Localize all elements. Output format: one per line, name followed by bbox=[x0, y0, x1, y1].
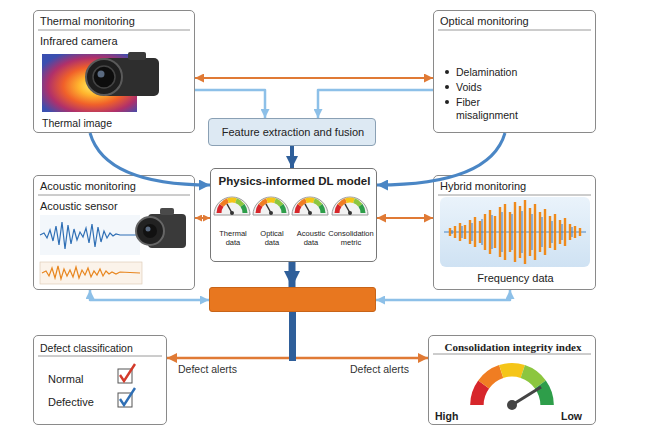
process-box: Feature extraction and fusion bbox=[208, 118, 376, 146]
heading-text: Hybrid monitoring bbox=[440, 180, 590, 193]
model-box: Physics-informed DL modelThermal dataOpt… bbox=[210, 168, 377, 262]
gauge-label: Thermal data bbox=[213, 229, 253, 247]
edge-label: Defect alerts bbox=[178, 363, 258, 376]
monitoring-box: Acoustic monitoringAcoustic sensor bbox=[33, 175, 195, 290]
bullet-text: Voids bbox=[456, 81, 576, 94]
heading-text: Defect classification bbox=[40, 342, 164, 355]
body-text: Frequency data bbox=[434, 272, 597, 285]
output-trunk bbox=[289, 312, 296, 361]
option-text: Normal bbox=[48, 373, 128, 386]
connector-arrow bbox=[195, 77, 433, 79]
heading-text: Physics-informed DL model bbox=[211, 175, 378, 189]
scale-label: High bbox=[435, 410, 475, 423]
heading-text: Thermal monitoring bbox=[40, 15, 190, 28]
connector-arrow bbox=[195, 217, 210, 219]
connector-arrow bbox=[377, 217, 433, 219]
body-text: Infrared camera bbox=[40, 35, 190, 48]
heading-text: Acoustic monitoring bbox=[40, 180, 190, 193]
body-text: Acoustic sensor bbox=[40, 200, 190, 213]
heading-text: Optical monitoring bbox=[440, 15, 590, 28]
connector-arrow bbox=[377, 133, 505, 185]
monitoring-box: Thermal monitoringInfrared cameraThermal… bbox=[33, 10, 195, 133]
monitoring-box: Hybrid monitoringFrequency data bbox=[433, 175, 596, 290]
result-box: Consolidation integrity indexHigh Low bbox=[428, 335, 596, 425]
connector-arrow bbox=[289, 262, 296, 287]
body-text: Thermal image bbox=[42, 117, 182, 130]
gauge-label: Acoustic data bbox=[290, 229, 332, 247]
connector-arrow bbox=[318, 90, 433, 118]
process-text: Feature extraction and fusion bbox=[209, 126, 377, 139]
output-box bbox=[209, 287, 376, 312]
scale-label: Low bbox=[561, 410, 595, 423]
connector-arrow bbox=[167, 312, 292, 358]
heading-text: Consolidation integrity index bbox=[431, 341, 595, 354]
option-text: Defective bbox=[48, 396, 128, 409]
result-box: Defect classificationNormalDefective bbox=[33, 335, 167, 425]
connector-arrow bbox=[90, 290, 209, 300]
gauge-label: Optical data bbox=[252, 229, 292, 247]
edge-label: Defect alerts bbox=[350, 363, 430, 376]
bullet-text: Delamination bbox=[456, 66, 576, 79]
gauge-label: Consolidation metric bbox=[324, 229, 378, 247]
connector-arrow bbox=[290, 146, 294, 168]
connector-arrow bbox=[292, 312, 428, 358]
connector-arrow bbox=[195, 90, 265, 118]
monitoring-box: Optical monitoringDelaminationVoidsFiber… bbox=[433, 10, 596, 133]
bullet-text: Fiber misalignment bbox=[456, 96, 536, 121]
connector-arrow bbox=[376, 290, 510, 300]
connector-arrow bbox=[90, 133, 210, 185]
